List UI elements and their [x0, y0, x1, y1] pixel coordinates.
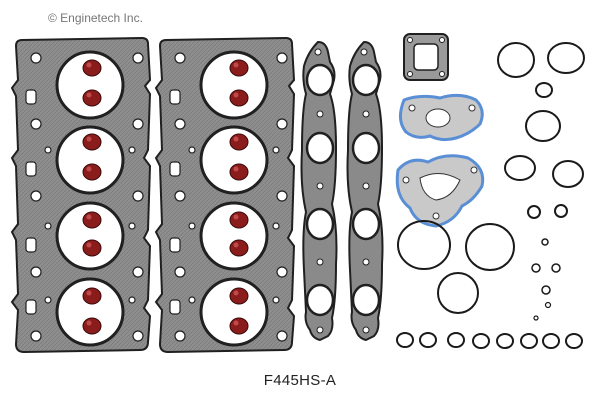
- valve-stem-seals: [82, 59, 249, 335]
- part-number-label: F445HS-A: [263, 372, 337, 389]
- blue-housing-gasket-lower: [395, 154, 485, 228]
- copyright-text: © Enginetech Inc.: [48, 11, 143, 25]
- exhaust-manifold-gasket-right: [346, 40, 384, 342]
- turbo-flange-gasket: [403, 33, 449, 81]
- blue-housing-gasket-upper: [399, 93, 484, 142]
- exhaust-manifold-gasket-left: [300, 40, 338, 342]
- cylinder-head-gasket-right: [154, 36, 296, 354]
- o-rings: [396, 42, 585, 349]
- cylinder-head-gasket-left: [10, 36, 152, 354]
